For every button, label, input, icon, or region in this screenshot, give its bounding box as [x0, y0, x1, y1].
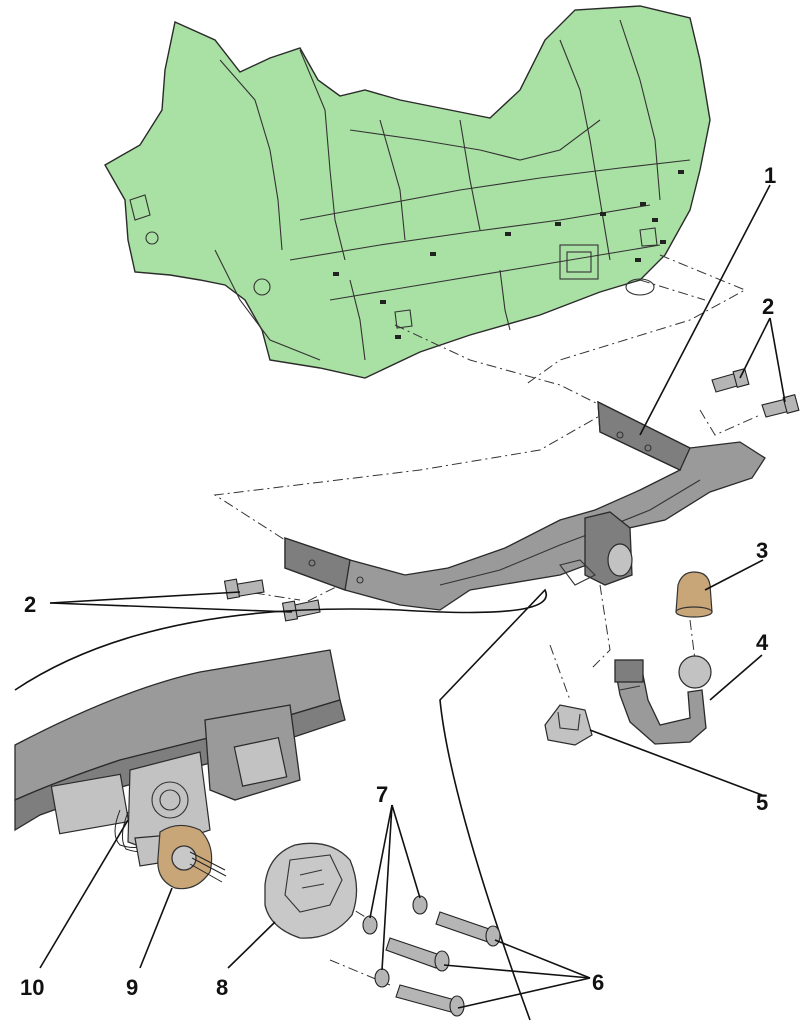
- screws: [385, 911, 501, 1017]
- leader-2a-2: [769, 317, 786, 403]
- callout-1: 1: [764, 163, 776, 188]
- leader-9: [139, 887, 173, 969]
- callout-10: 10: [20, 975, 44, 1000]
- leader-7-2: [369, 804, 393, 919]
- leader-8: [227, 921, 276, 969]
- callout-6: 6: [592, 970, 604, 995]
- callout-2-upper: 2: [762, 294, 774, 319]
- leader-3: [704, 559, 764, 591]
- callout-4: 4: [756, 630, 769, 655]
- leader-10: [39, 819, 129, 969]
- callout-2-lower: 2: [24, 592, 36, 617]
- wiring-harness: [114, 809, 227, 890]
- callout-3: 3: [756, 538, 768, 563]
- leader-2a-1: [739, 317, 771, 379]
- callout-8: 8: [216, 975, 228, 1000]
- detail-beam: [14, 649, 346, 851]
- leader-7-1: [391, 804, 421, 899]
- leader-6-1: [494, 939, 591, 979]
- bolt-upper-pair: [711, 368, 800, 418]
- towbar-crossbeam: [284, 400, 766, 611]
- ball-cap: [675, 571, 713, 618]
- leader-lines: [39, 184, 786, 1009]
- callout-5: 5: [756, 790, 768, 815]
- rear-body-panel: [104, 5, 711, 379]
- bolt-lower-pair: [223, 578, 321, 622]
- callout-9: 9: [126, 975, 138, 1000]
- electrical-socket: [264, 842, 358, 939]
- leader-2b-2: [49, 602, 293, 613]
- socket-bracket: [544, 704, 593, 746]
- leader-2b-1: [49, 591, 241, 604]
- leader-7-3: [381, 804, 393, 971]
- leader-6-2: [443, 964, 591, 979]
- leader-6-3: [457, 977, 591, 1009]
- tow-ball-neck: [614, 655, 712, 745]
- detail-view-outline: [14, 588, 548, 1021]
- leader-4: [709, 654, 763, 701]
- leader-1: [639, 184, 771, 436]
- callout-numbers: 1 2 2 3 4 5 6 7 8 9 10: [20, 163, 776, 1000]
- callout-7: 7: [376, 782, 388, 807]
- leader-5: [589, 729, 763, 796]
